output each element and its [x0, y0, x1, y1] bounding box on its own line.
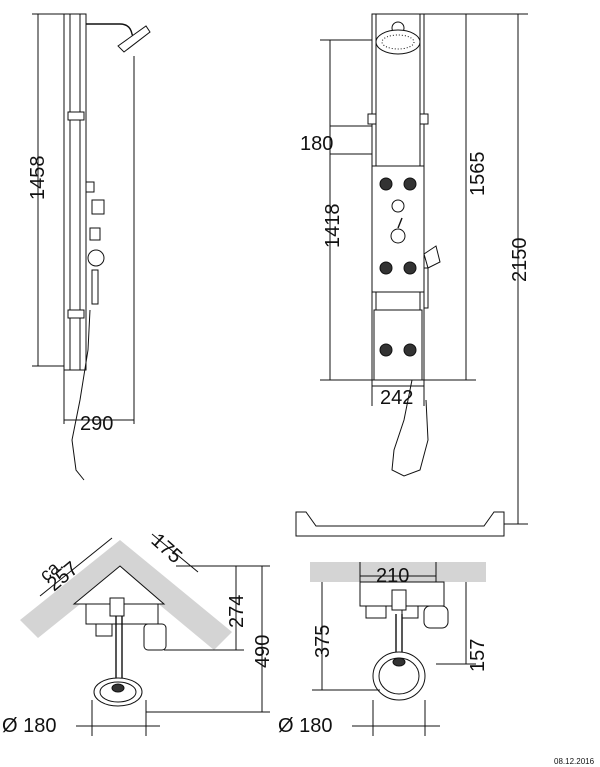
- drawing-date: 08.12.2016: [554, 757, 595, 766]
- body-jet-6: [403, 343, 417, 357]
- wall-band: [310, 562, 486, 582]
- wall-plan-view: 210 375 157 Ø 180: [278, 562, 489, 737]
- dim-front-spacing: 180: [300, 133, 333, 155]
- front-hose: [391, 379, 429, 477]
- side-knob-3: [89, 227, 101, 241]
- wall-bracket-left: [365, 605, 387, 619]
- dim-front-shower-height: 1565: [467, 152, 489, 197]
- dim-wall-rose: Ø 180: [278, 715, 332, 737]
- side-handshower: [91, 269, 99, 305]
- body-jet-3: [379, 261, 393, 275]
- corner-bracket: [95, 623, 113, 637]
- corner-valve-body: [109, 597, 125, 617]
- dim-front-body-height: 1418: [322, 204, 344, 249]
- dim-front-width: 242: [380, 387, 413, 409]
- front-bracket-right: [419, 113, 429, 125]
- corner-wall: [20, 540, 232, 650]
- side-knob-2: [91, 199, 105, 215]
- dim-wall-157: 157: [467, 639, 489, 672]
- dim-front-total-height: 2150: [509, 238, 531, 283]
- wall-valve: [391, 589, 407, 611]
- side-shower-arm: [86, 23, 135, 41]
- corner-plan-view: ca. 257 175 274 490 Ø 180: [2, 529, 274, 737]
- dim-corner-274: 274: [226, 595, 248, 628]
- dim-wall-375: 375: [312, 625, 334, 658]
- front-lower-box: [373, 309, 423, 381]
- dim-corner-depth: 175: [147, 529, 187, 568]
- dim-corner-490: 490: [252, 635, 274, 668]
- dim-side-height: 1458: [27, 156, 49, 201]
- side-shower-head: [117, 25, 151, 53]
- wall-rose: [372, 651, 426, 701]
- body-jet-4: [403, 261, 417, 275]
- corner-knob: [143, 623, 167, 651]
- front-shower-head: [375, 29, 421, 55]
- front-valve: [391, 199, 405, 213]
- body-jet-1: [379, 177, 393, 191]
- shower-tray: [295, 511, 505, 537]
- wall-knob: [423, 605, 449, 629]
- side-bracket-lower: [67, 309, 85, 319]
- dim-corner-rose: Ø 180: [2, 715, 56, 737]
- side-knob-1: [85, 181, 95, 193]
- side-view: 1458 290: [27, 13, 151, 481]
- side-bracket-upper: [67, 111, 85, 121]
- front-handshower-head: [423, 245, 441, 269]
- dim-side-width: 290: [80, 413, 113, 435]
- front-handshower: [423, 267, 429, 309]
- body-jet-5: [379, 343, 393, 357]
- body-jet-2: [403, 177, 417, 191]
- side-handshower-holder: [87, 249, 105, 267]
- front-bracket-left: [367, 113, 377, 125]
- front-view: 180 1418 1565 2150 242: [295, 13, 531, 537]
- dim-wall-210: 210: [376, 565, 409, 587]
- front-mixer: [390, 228, 406, 244]
